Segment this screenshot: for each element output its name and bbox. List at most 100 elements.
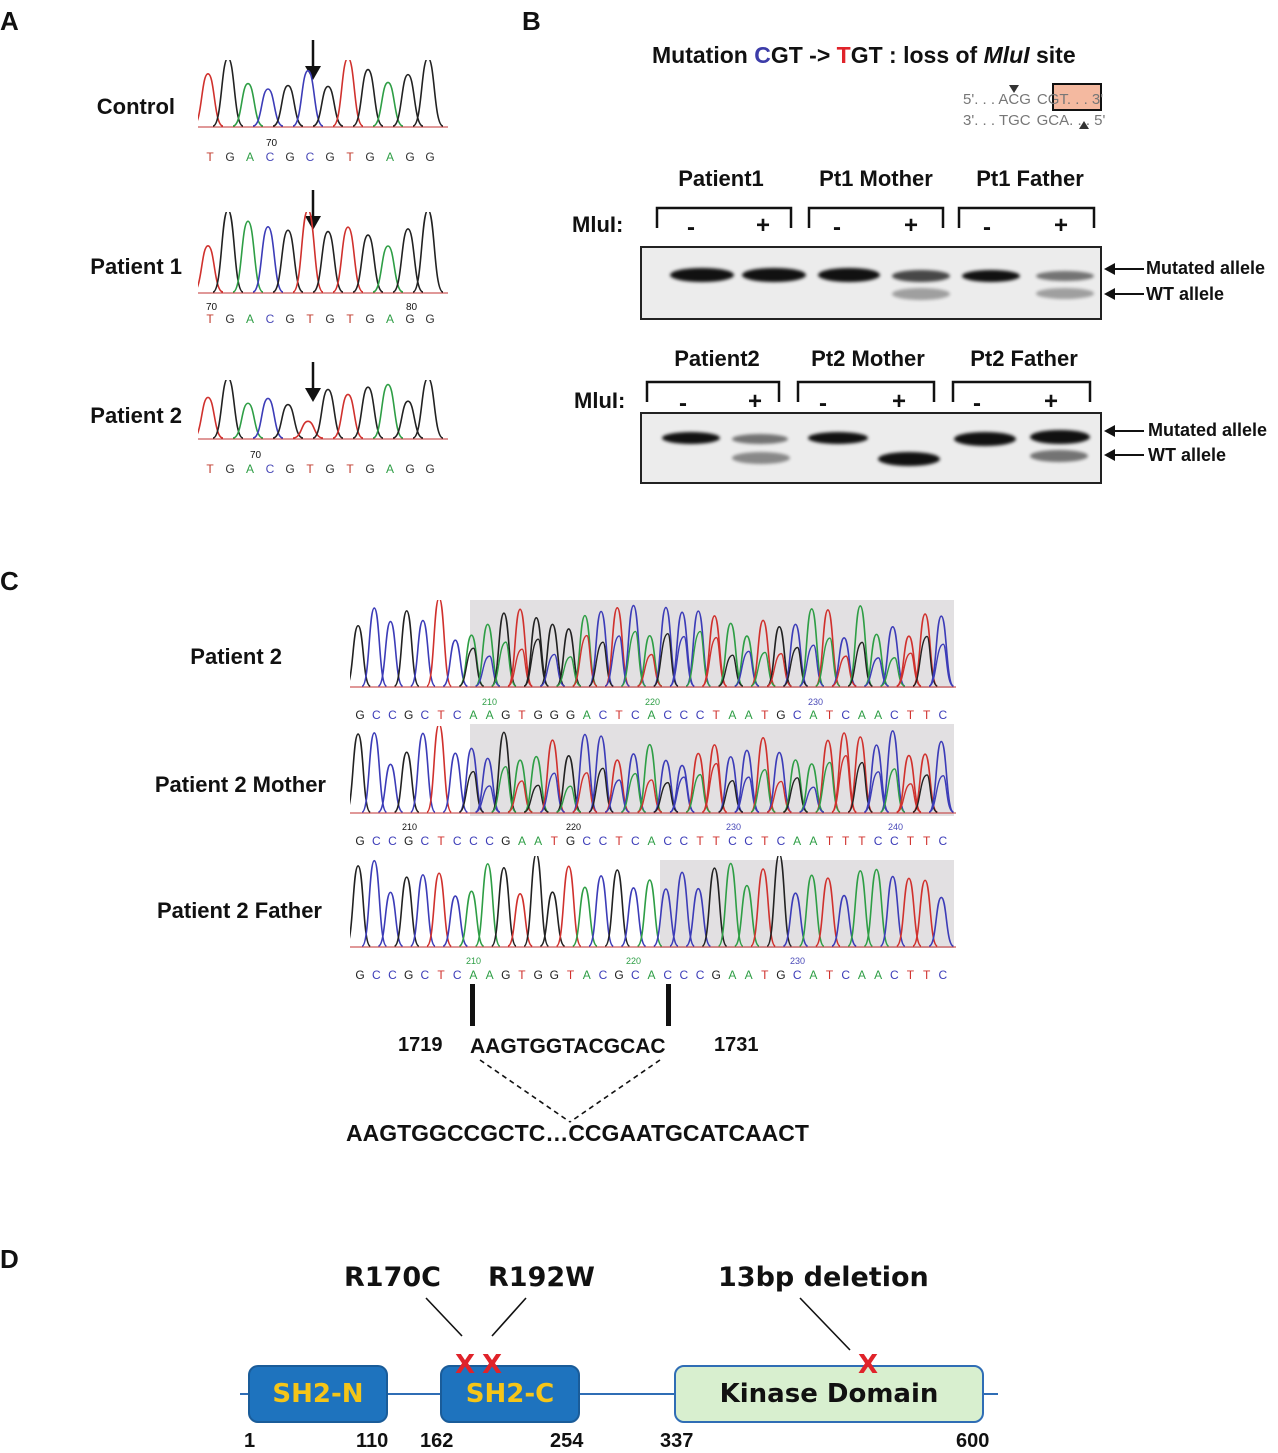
chromatogram-peak	[474, 863, 501, 947]
site-nt: G	[1008, 112, 1020, 129]
base-letter: T	[825, 968, 834, 982]
chromatogram-peak	[766, 751, 793, 813]
base-letter: A	[385, 312, 394, 326]
base-letter: T	[922, 708, 931, 722]
base-letter: G	[565, 834, 576, 848]
chromatogram-peak	[604, 759, 631, 813]
minus-sign: -	[687, 214, 695, 241]
chromatogram-peak	[539, 623, 566, 687]
group-label: Patient1	[678, 166, 764, 191]
chromatogram-peak	[426, 726, 453, 813]
base-letter: C	[630, 708, 640, 722]
chromatogram-peak	[409, 619, 436, 687]
base-letter: T	[346, 462, 354, 476]
chromatogram-peak	[426, 872, 453, 947]
base-letter: G	[403, 834, 414, 848]
deleted-sequence: AAGTGGTACGCAC	[470, 1035, 666, 1058]
base-letter: C	[889, 708, 899, 722]
base-letter: C	[630, 968, 640, 982]
title-text: site	[1029, 42, 1076, 68]
base-letter: G	[225, 150, 235, 164]
gel-band	[670, 268, 734, 282]
chromatogram-peak	[352, 234, 384, 293]
chromatogram-peak	[685, 887, 712, 947]
domain-sh2-n: SH2-N	[248, 1365, 388, 1423]
chromatogram-peak	[863, 633, 890, 687]
chromatogram-peak	[669, 871, 696, 947]
base-letter: T	[696, 834, 704, 848]
mutated-allele-label: Mutated allele	[1148, 420, 1268, 440]
group-label: Patient2	[674, 346, 760, 371]
chromatogram-peak	[928, 643, 955, 687]
plus-sign: +	[891, 388, 906, 415]
tick-label: 240	[888, 822, 904, 832]
base-letter: G	[285, 312, 295, 326]
panel-c-label-father: Patient 2 Father	[156, 898, 322, 923]
chromatogram-peak	[232, 220, 264, 293]
chromatogram-peak	[782, 892, 809, 947]
base-letter: A	[744, 968, 753, 982]
plus-sign: +	[1043, 388, 1058, 415]
chromatogram-peak	[377, 620, 404, 687]
gel-band	[662, 432, 720, 444]
chromatogram-peak	[782, 623, 809, 687]
base-letter: A	[517, 834, 526, 848]
chromatogram-peak	[507, 608, 534, 687]
base-letter: T	[825, 834, 834, 848]
chromatogram-peak	[636, 879, 663, 947]
chromatogram-peak	[701, 762, 728, 813]
chromatogram-peak	[507, 759, 534, 813]
position-number: 110	[356, 1430, 389, 1452]
arrow-down-icon	[305, 190, 321, 230]
base-letter: T	[306, 462, 314, 476]
chromatogram-peak	[636, 743, 663, 813]
base-letter: A	[874, 968, 883, 982]
chromatogram-peak	[572, 634, 598, 687]
chromatogram-peak	[571, 886, 598, 947]
base-letter: C	[598, 834, 608, 848]
base-letter: C	[663, 708, 672, 722]
chromatogram-peak	[653, 632, 679, 687]
chromatogram-peak	[392, 228, 424, 293]
base-letter: A	[728, 968, 737, 982]
gel-top	[640, 246, 1102, 320]
base-letter: A	[245, 462, 254, 476]
base-letter: A	[582, 968, 591, 982]
arrow-down-icon	[305, 40, 321, 80]
chromatogram-peak	[815, 637, 841, 687]
base-letter: G	[425, 462, 435, 476]
chromatogram-peak	[372, 81, 404, 127]
base-letter: A	[809, 968, 818, 982]
chromatogram-peak	[312, 85, 344, 127]
chromatogram-peak	[232, 82, 264, 127]
base-letter: C	[452, 708, 462, 722]
base-letter: C	[388, 834, 397, 848]
panel-a-letter: A	[0, 6, 19, 36]
tick-label: 70	[266, 138, 278, 149]
domain-kinase: Kinase Domain	[674, 1365, 984, 1423]
chromatogram-peak	[442, 639, 469, 687]
title-enzyme: MluI	[983, 42, 1030, 68]
base-letter: T	[922, 968, 931, 982]
chromatogram-patient2	[198, 380, 448, 440]
base-letter: A	[793, 834, 802, 848]
base-letter: C	[841, 708, 851, 722]
site-nt: G	[1019, 91, 1031, 108]
chromatogram-peak	[350, 624, 372, 687]
base-letter: G	[405, 150, 415, 164]
mutation-deletion-label: 13bp deletion	[718, 1262, 929, 1293]
gel-bottom	[640, 412, 1102, 484]
minus-sign: -	[679, 390, 687, 417]
base-letter: T	[437, 708, 445, 722]
base-letter: G	[365, 150, 375, 164]
chromatogram-peak	[442, 752, 469, 813]
base-letter: C	[388, 968, 397, 982]
base-letter: A	[485, 968, 494, 982]
chromatogram-peak	[507, 892, 534, 947]
chromatogram-peak	[847, 761, 874, 813]
chromatogram-peak	[863, 868, 890, 947]
base-letter: T	[906, 968, 915, 982]
wt-allele-label: WT allele	[1148, 445, 1227, 465]
base-letter: T	[615, 708, 623, 722]
